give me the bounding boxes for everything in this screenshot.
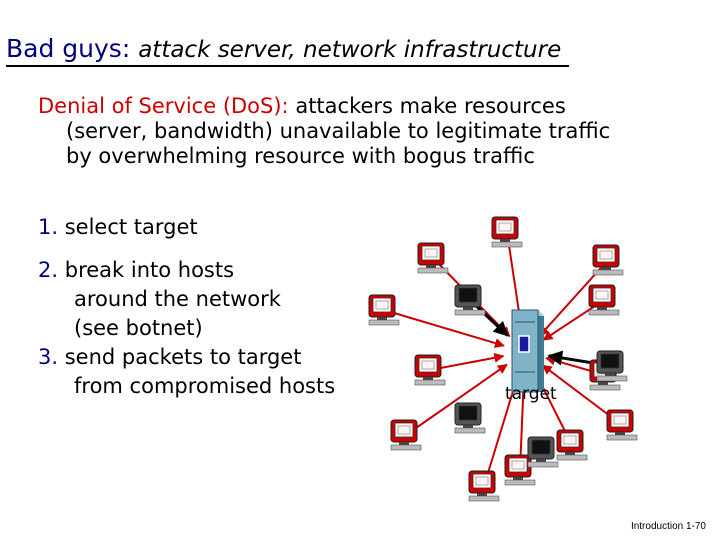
black-computer-icon-1: [454, 284, 486, 316]
black-computer-icon-2: [596, 350, 628, 382]
red-computer-icon-12: [468, 470, 500, 502]
black-computer-icon-3: [454, 402, 486, 434]
red-computer-icon-11: [504, 454, 536, 486]
attack-arrow-5: [383, 309, 505, 348]
step-3-number: 3.: [38, 345, 59, 369]
dos-term: Denial of Service (DoS):: [38, 94, 289, 118]
attack-arrow-9: [405, 363, 508, 436]
attack-arrow-6: [429, 352, 505, 371]
red-computer-icon-6: [414, 354, 446, 386]
red-computer-icon-4: [588, 284, 620, 316]
step-3-text-1: send packets to target: [64, 345, 302, 369]
step-3: 3. send packets to target from compromis…: [38, 343, 335, 401]
step-2-text-1: break into hosts: [64, 258, 235, 282]
red-computer-icon-8: [606, 409, 638, 441]
target-label: target: [505, 384, 557, 404]
step-2-text-2: around the network: [74, 287, 281, 311]
red-computer-icon-2: [491, 216, 523, 248]
server-tower-icon: [511, 309, 544, 393]
dos-line-3: by overwhelming resource with bogus traf…: [66, 144, 535, 168]
slide-footer: Introduction 1-70: [630, 521, 706, 532]
dos-definition: Denial of Service (DoS): attackers make …: [38, 94, 678, 169]
step-1-number: 1.: [38, 215, 59, 239]
black-computer-icon-4: [527, 436, 559, 468]
red-computer-icon-10: [556, 429, 588, 461]
red-computer-icon-9: [390, 419, 422, 451]
title-rest: attack server, network infrastructure: [138, 37, 562, 63]
title-lead: Bad guys:: [6, 34, 131, 63]
step-2-text-3: (see botnet): [74, 316, 203, 340]
step-2-number: 2.: [38, 258, 59, 282]
step-1-text: select target: [64, 215, 198, 239]
step-1: 1. select target: [38, 213, 335, 242]
red-computer-icon-5: [368, 294, 400, 326]
step-3-text-2: from compromised hosts: [74, 374, 336, 398]
red-computer-icon-1: [417, 242, 449, 274]
step-list: 1. select target 2. break into hosts aro…: [38, 213, 335, 401]
slide-title: Bad guys: attack server, network infrast…: [6, 34, 570, 67]
dos-line-2: (server, bandwidth) unavailable to legit…: [66, 119, 611, 143]
red-computer-icon-3: [592, 244, 624, 276]
dos-line-1: attackers make resources: [295, 94, 566, 118]
step-2: 2. break into hosts around the network (…: [38, 256, 335, 343]
